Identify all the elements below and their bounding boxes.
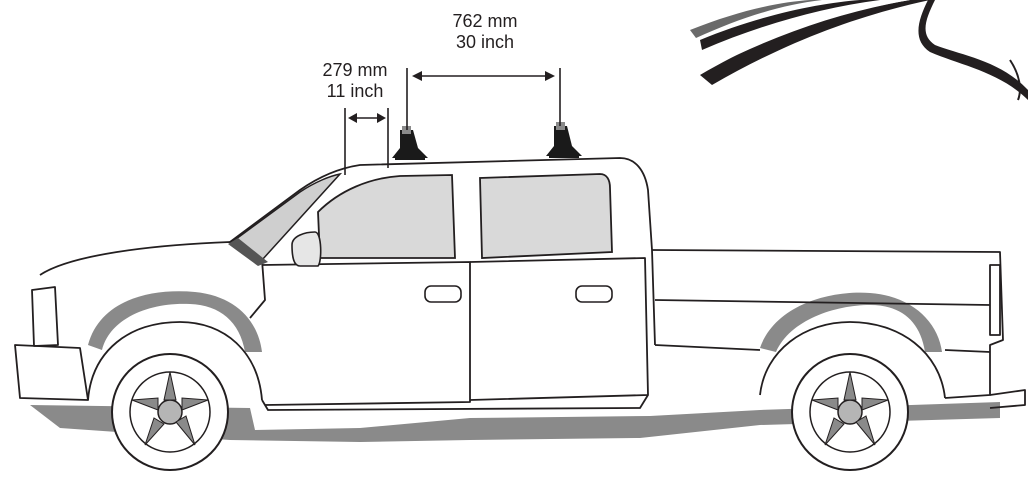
front-wheel <box>111 353 229 471</box>
front-window <box>317 174 456 259</box>
bed-lower-line <box>654 344 991 353</box>
dimension-metric: 279 mm <box>322 60 388 80</box>
side-mirror <box>291 231 322 267</box>
roof-rack-mount-icon <box>392 126 428 160</box>
rear-wheel-well <box>759 321 946 399</box>
dimension-metric: 762 mm <box>452 11 518 31</box>
rear-bumper <box>989 389 1026 409</box>
a-pillar <box>228 238 268 266</box>
rear-wheel <box>791 353 909 471</box>
dimension-imperial: 11 inch <box>326 81 384 101</box>
drip-rail-detail-icon <box>690 0 1028 101</box>
rear-door-outline <box>469 257 649 401</box>
grille-outline <box>31 286 59 347</box>
front-fender-flare <box>88 291 262 352</box>
windshield <box>230 172 343 261</box>
dimension-label-rack-spread: 762 mm 30 inch <box>430 11 540 53</box>
roof-rack-mount-icon <box>546 122 582 158</box>
front-wheel-well <box>87 321 263 401</box>
cab-outline <box>229 157 656 346</box>
rear-fender-flare <box>760 292 942 352</box>
dimension-imperial: 30 inch <box>455 32 515 52</box>
front-bumper <box>14 344 89 401</box>
bed-outline <box>651 249 1004 399</box>
rear-window <box>479 173 613 259</box>
front-door-outline <box>261 261 471 406</box>
hood-outline <box>39 241 266 319</box>
bed-side-line <box>654 299 991 306</box>
rear-door-handle <box>575 285 613 303</box>
tail-light <box>989 264 1001 336</box>
dimension-label-front-offset: 279 mm 11 inch <box>300 60 410 102</box>
front-door-handle <box>424 285 462 303</box>
ground-shadow <box>30 402 1000 442</box>
